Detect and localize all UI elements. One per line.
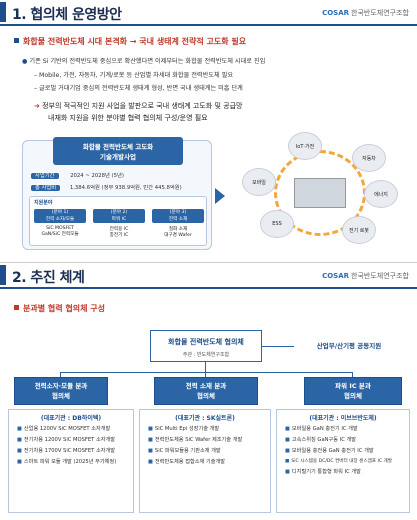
project-budget: 총 사업비 1,384.6억원 (정부 938.9억원, 민간 445.8억원) <box>31 183 182 191</box>
bullet-si-to-compound: ● 기존 Si 기반의 전력반도체 중심으로 확산했다면 이제부터는 화합물 전… <box>22 58 266 65</box>
project-period: 사업기간 2024 ~ 2028년 (5년) <box>31 171 124 179</box>
ring-item-energy: 에너지 <box>364 180 398 208</box>
subgroup-device-module-list: (대표기관 : DB하이텍) ■산업용 1200V SiC MOSFET 소자개… <box>8 409 134 513</box>
ring-item-robot: 전기 로봇 <box>342 216 376 244</box>
ring-item-car: 자동차 <box>352 144 386 172</box>
slide-title: 2. 추진 체계 <box>12 270 85 286</box>
arrow-conclusion-2: 내재화 지원을 위한 분야별 협력 협의체 구성/운영 필요 <box>48 114 208 122</box>
section-heading: 분과별 협력 협의체 구성 <box>14 303 105 314</box>
list-item: ■전력반도체용 SiC Wafer 제조기술 개발 <box>148 437 243 443</box>
gov-support-label: 산업부/산기평 공동지원 <box>316 342 382 350</box>
subgroup-material-list: (대표기관 : SK실트론) ■SiC Multi Epi 성장기술 개발 ■전… <box>139 409 271 513</box>
bullet-dot-icon: ● <box>22 58 28 65</box>
connector-line <box>205 372 206 377</box>
slide-title: 1. 협의체 운영방안 <box>12 7 122 23</box>
list-item: ■SiC 시스템용 DC/DC 컨버터 내장 센스앰프 IC 개발 <box>285 459 392 464</box>
flow-arrow-icon <box>215 188 225 204</box>
connector-line <box>352 372 353 377</box>
list-item: ■디지털기기 통합형 파워 IC 개발 <box>285 469 361 475</box>
headline: 화합물 전력반도체 시대 본격화 → 국내 생태계 전략적 고도화 필요 <box>14 36 246 47</box>
connector-line <box>60 372 61 377</box>
list-item: ■전기차용 1200V SiC MOSFET 소자개발 <box>17 437 116 443</box>
council-top-box: 화합물 전력반도체 협의체 주관 : 반도체연구조합 <box>150 330 262 362</box>
header-accent-bar <box>0 2 6 22</box>
list-item: ■SiC Multi Epi 성장기술 개발 <box>148 426 220 432</box>
ring-item-ess: ESS <box>260 210 294 238</box>
square-bullet-icon <box>14 38 19 43</box>
header-accent-bar <box>0 265 6 285</box>
list-item: ■모바일용 충전용 GaN 충전기 IC 개발 <box>285 448 374 454</box>
connector-line <box>205 362 206 372</box>
list-item: ■고속스위칭 GaN구동 IC 개발 <box>285 437 357 443</box>
application-ring-diagram: IoT·가전 자동차 에너지 전기 로봇 ESS 모바일 <box>230 132 410 252</box>
list-item: ■전기차용 1700V SiC MOSFET 소자개발 <box>17 448 116 454</box>
list-item: ■스마트 파워 모듈 개발 (2025년 부가예정) <box>17 459 117 465</box>
arrow-conclusion-1: ➜ 정부의 적극적인 지원 사업을 발판으로 국내 생태계 고도화 및 공급망 <box>34 102 243 110</box>
square-bullet-icon <box>14 305 19 310</box>
list-item: ■산업용 1200V SiC MOSFET 소자개발 <box>17 426 111 432</box>
ring-item-iot: IoT·가전 <box>288 132 322 160</box>
list-item: ■모바일용 GaN 충전기 IC 개발 <box>285 426 358 432</box>
sub-bullet-industry: – Mobile, 가전, 자동차, 기계/로봇 등 산업별 차세대 화합물 전… <box>34 72 234 79</box>
power-module-image <box>294 178 346 208</box>
list-item: ■전력반도체용 접합소재 기술개발 <box>148 459 226 465</box>
list-item: ■SiC 파워모듈용 기판소재 개발 <box>148 448 221 454</box>
ring-item-mobile: 모바일 <box>242 168 276 196</box>
subgroup-power-ic-list: (대표기관 : 이브브반도체) ■모바일용 GaN 충전기 IC 개발 ■고속스… <box>276 409 410 513</box>
arrow-right-icon: ➜ <box>34 102 40 110</box>
sub-bullet-ecosystem: – 글로벌 거대기업 중심의 전력반도체 생태계 형성, 반면 국내 생태계는 … <box>34 85 243 92</box>
connector-line <box>60 372 352 373</box>
support-areas-label: 지원분야 <box>34 200 53 206</box>
connector-line <box>262 346 294 347</box>
